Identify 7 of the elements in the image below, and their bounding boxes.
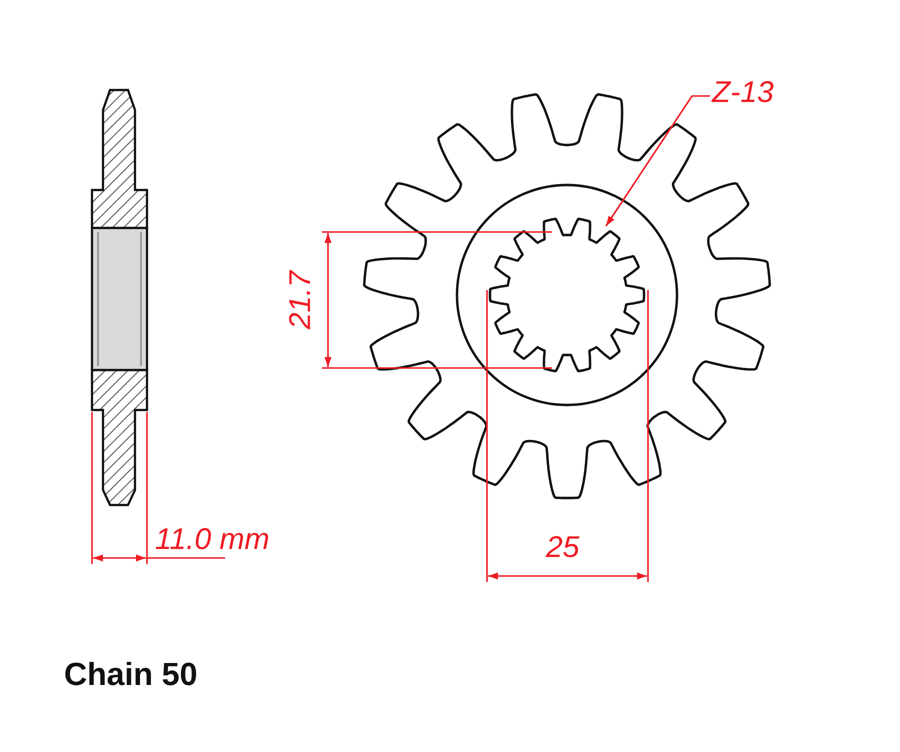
chain-size-label: Chain 50 [64, 658, 198, 690]
callout-label: Z-13 [712, 78, 774, 108]
leader-line [605, 95, 710, 226]
dimension-value: 25 [546, 533, 580, 563]
spline-bore [488, 218, 646, 372]
dimension-value: 21.7 [286, 270, 316, 330]
dimension-value: 11.0 mm [155, 525, 270, 555]
